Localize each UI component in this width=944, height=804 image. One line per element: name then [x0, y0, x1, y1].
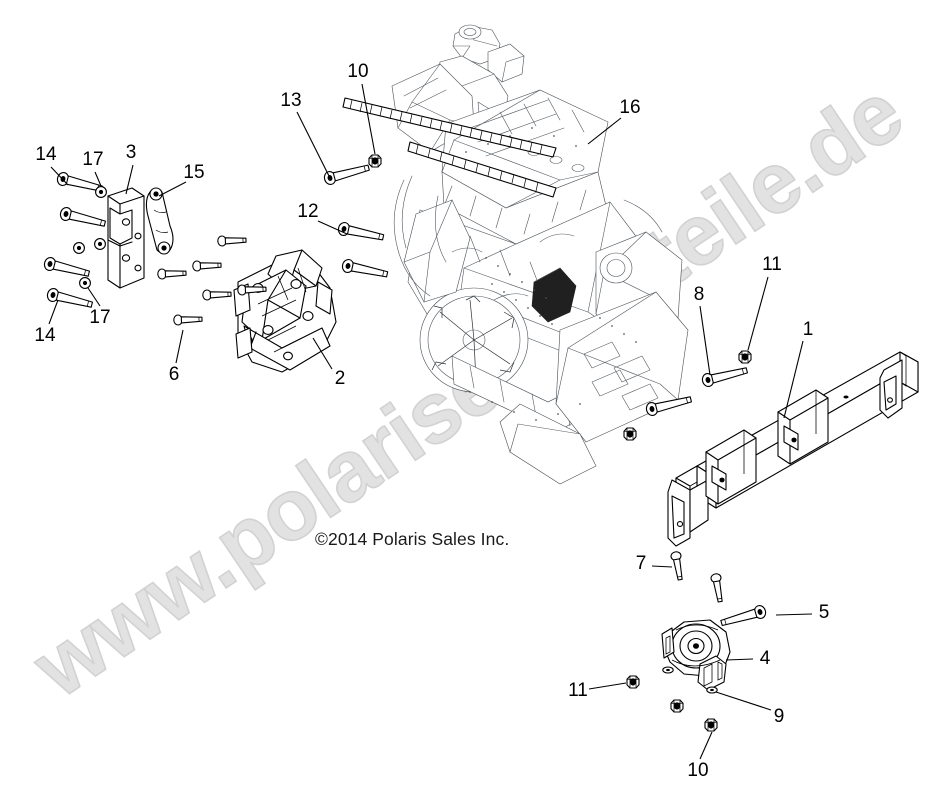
part-13-bolt: [322, 160, 371, 187]
callout-leader-lines: [48, 83, 813, 760]
part-1-frame-crossmember: [667, 351, 919, 547]
part-4-rubber-isolator-mount: [661, 619, 731, 691]
part-11-nut-lower: [626, 675, 640, 689]
callout-9: 9: [774, 706, 785, 727]
callout-13: 13: [280, 90, 301, 111]
callout-2: 2: [335, 368, 346, 389]
callout-7: 7: [636, 553, 647, 574]
callout-1: 1: [803, 319, 814, 340]
part-12-bolts: [336, 220, 390, 282]
callout-17-top: 17: [82, 149, 103, 170]
callout-14-top: 14: [35, 144, 57, 165]
callout-8: 8: [694, 284, 705, 305]
callout-15: 15: [183, 162, 204, 183]
callout-14-bottom: 14: [34, 325, 56, 346]
callout-11-bottom: 11: [568, 680, 588, 701]
through-bolt-rod-2: [407, 141, 557, 198]
part-3-mount-bracket-block: [107, 187, 145, 289]
callout-5: 5: [819, 602, 830, 623]
part-15-link-arm: [145, 187, 174, 255]
callout-4: 4: [760, 648, 771, 669]
part-2-engine-mount-casting: [233, 249, 337, 373]
part-5-bolt: [719, 603, 768, 630]
through-bolt-rod: [342, 97, 557, 158]
callout-3: 3: [126, 142, 137, 163]
callout-numbers: 14 17 3 15 14 17 6 2 12 13 10 16 8 11 1 …: [34, 61, 829, 781]
part-8-bolt: [700, 363, 749, 389]
copyright-notice: ©2014 Polaris Sales Inc.: [315, 529, 509, 549]
part-10-nut-upper: [368, 154, 382, 168]
callout-10-bottom: 10: [687, 760, 708, 781]
callout-6: 6: [169, 364, 180, 385]
part-10-nuts-lower: [670, 699, 718, 732]
callout-10-top: 10: [347, 61, 368, 82]
part-7-bolts: [669, 550, 726, 604]
callout-12: 12: [297, 201, 318, 222]
callout-11-top: 11: [762, 254, 782, 275]
part-11-nut-upper: [738, 350, 752, 364]
callout-17-bottom: 17: [89, 307, 110, 328]
callout-16: 16: [619, 97, 640, 118]
